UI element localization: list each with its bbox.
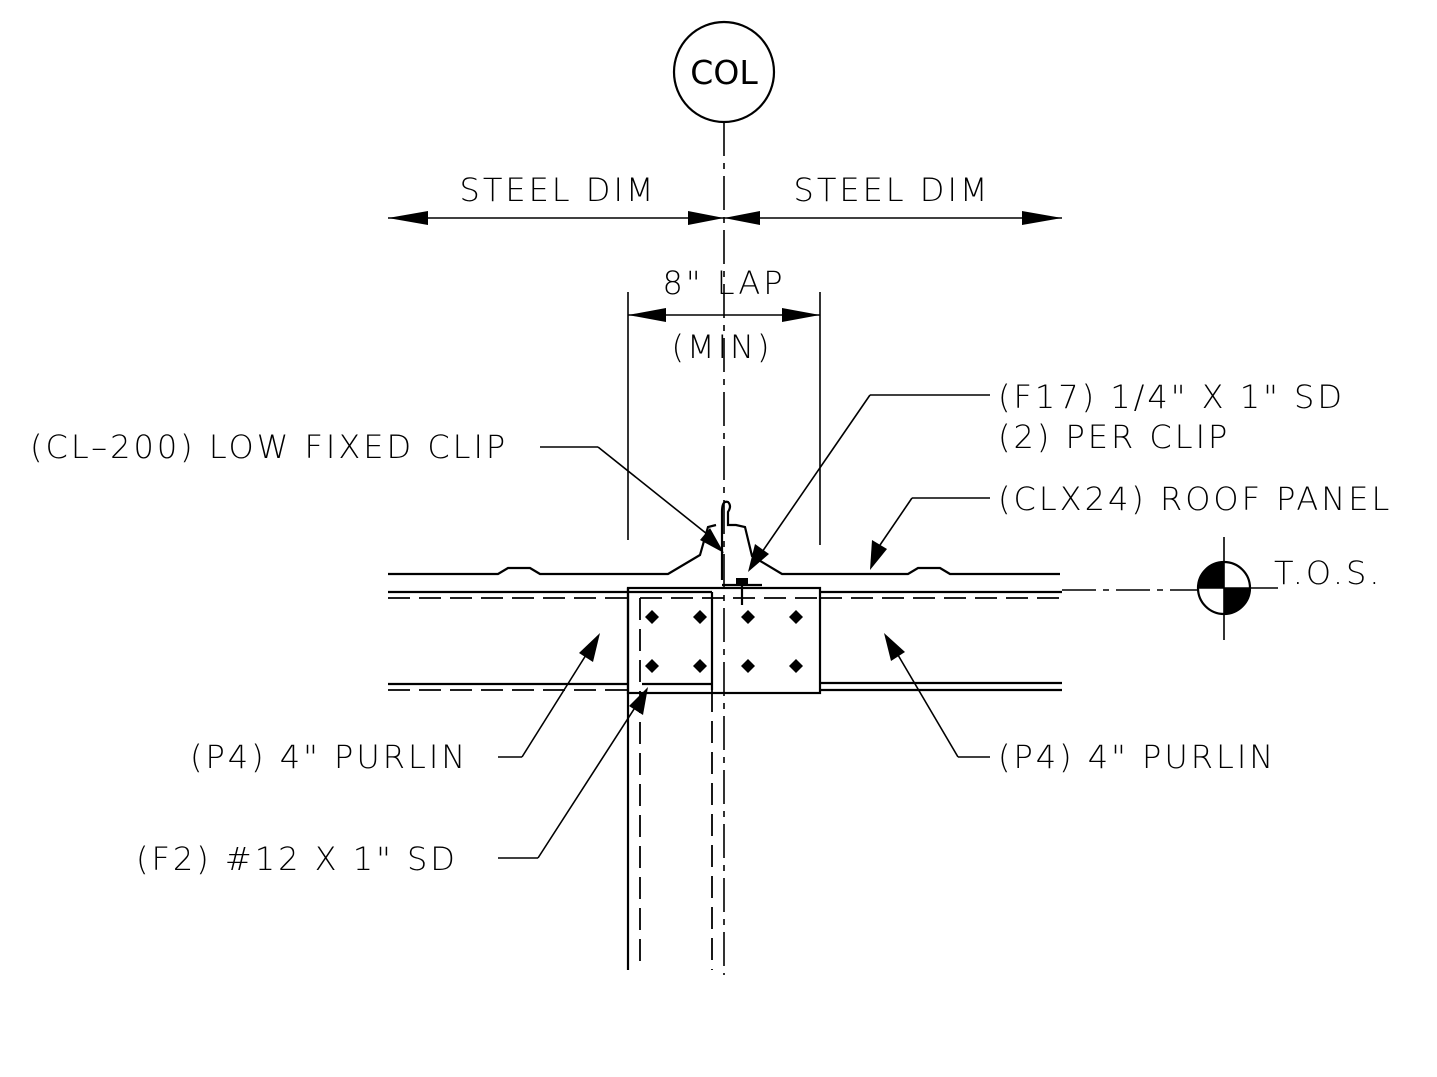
roof-panel-label: (CLX24) ROOF PANEL: [998, 480, 1392, 518]
column-grid-bubble: COL: [672, 20, 776, 124]
column: [626, 588, 713, 970]
f17-label: (F17) 1/4" X 1" SD: [998, 378, 1345, 416]
tos-label: T.O.S.: [1274, 554, 1382, 592]
steel-dim-right-label: STEEL DIM: [794, 171, 991, 209]
lap-label: 8" LAP: [663, 264, 786, 302]
fastener-dots: [645, 610, 803, 673]
grid-bubble-label: COL: [690, 53, 758, 92]
purlin-left-label: (P4) 4" PURLIN: [190, 738, 468, 776]
leader-roof-panel: [870, 497, 990, 570]
purlin-right: [820, 590, 1062, 692]
lap-min-label: (MIN): [672, 328, 773, 366]
f17-qty-label: (2) PER CLIP: [998, 418, 1230, 456]
purlin-left: [388, 590, 628, 691]
steel-dim-left-label: STEEL DIM: [460, 171, 657, 209]
lap-dimension: 8" LAP (MIN): [627, 264, 821, 545]
purlin-right-label: (P4) 4" PURLIN: [998, 738, 1276, 776]
leader-purlin-right: [884, 633, 990, 758]
leader-purlin-left: [498, 633, 600, 758]
clip-screw: [736, 578, 748, 605]
tos-marker: T.O.S.: [1196, 537, 1382, 640]
leader-f17: [748, 394, 990, 572]
steel-dimension: STEEL DIM STEEL DIM: [388, 171, 1062, 225]
leader-clip: [540, 446, 724, 553]
f2-label: (F2) #12 X 1" SD: [136, 840, 458, 878]
leader-f2: [498, 687, 648, 859]
clip-label: (CL–200) LOW FIXED CLIP: [30, 428, 508, 466]
